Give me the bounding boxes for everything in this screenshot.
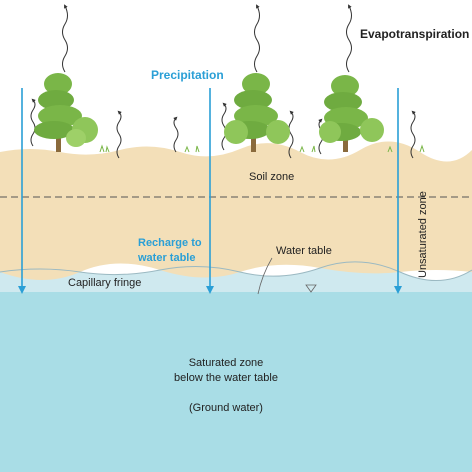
- vegetation: [34, 73, 425, 153]
- evap-arrow-3: [346, 4, 352, 73]
- evap-arrow-8: [288, 110, 294, 159]
- soil-zone-label: Soil zone: [249, 171, 294, 183]
- saturated-zone-label-line1: Saturated zone: [189, 357, 264, 369]
- soil-layer: [0, 141, 472, 280]
- water-table-line: [0, 261, 472, 281]
- tree-2: [224, 73, 290, 152]
- evap-arrow-4: [30, 98, 36, 147]
- ground-water-label: (Ground water): [189, 402, 263, 414]
- grass-tufts: [99, 144, 425, 153]
- evap-arrow-10: [410, 110, 416, 159]
- water-table-marker-icon: [305, 284, 317, 293]
- water-table-pointer: [257, 257, 273, 295]
- evapotranspiration-arrows: [30, 4, 416, 159]
- evap-arrow-5: [116, 110, 122, 159]
- recharge-label-line1: Recharge to: [138, 237, 202, 249]
- evap-arrow-7: [221, 102, 227, 151]
- unsaturated-zone-label: Unsaturated zone: [417, 191, 429, 278]
- tree-3: [319, 75, 384, 152]
- water-table-label: Water table: [276, 245, 332, 257]
- evap-arrow-1: [62, 4, 68, 73]
- precipitation-label: Precipitation: [151, 68, 224, 82]
- precipitation-arrows: [18, 88, 402, 294]
- evap-arrow-6: [173, 116, 179, 153]
- saturated-zone-label-line2: below the water table: [174, 372, 278, 384]
- evapotranspiration-label: Evapotranspiration: [360, 27, 469, 41]
- recharge-label-line2: water table: [137, 252, 195, 264]
- tree-1: [34, 73, 98, 152]
- saturated-zone: [0, 292, 472, 472]
- capillary-fringe-label: Capillary fringe: [68, 277, 141, 289]
- evap-arrow-2: [254, 4, 260, 73]
